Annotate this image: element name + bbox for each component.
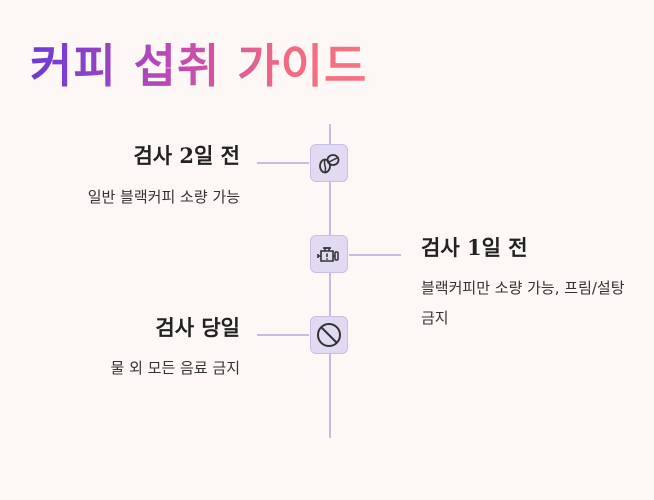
timeline-line [329,124,331,438]
connector-step-3 [257,334,309,336]
timeline-node-step-3 [310,316,348,354]
step-3-heading: 검사 당일 [155,315,240,340]
connector-step-1 [257,162,309,164]
step-1-heading: 검사 2일 전 [133,143,240,168]
step-3-description: 물 외 모든 음료 금지 [110,359,240,377]
connector-step-2 [349,254,401,256]
page-title: 커피 섭취 가이드 [30,30,367,96]
engine-icon [317,247,339,262]
step-1-description: 일반 블랙커피 소량 가능 [87,188,240,206]
timeline-node-step-1 [310,144,348,182]
prohibited-icon [317,323,341,347]
coffee-beans-icon [319,154,340,174]
step-2-description: 블랙커피만 소량 가능, 프림/설탕 금지 [421,279,625,327]
step-2-heading: 검사 1일 전 [421,235,528,260]
timeline-node-step-2 [310,235,348,273]
